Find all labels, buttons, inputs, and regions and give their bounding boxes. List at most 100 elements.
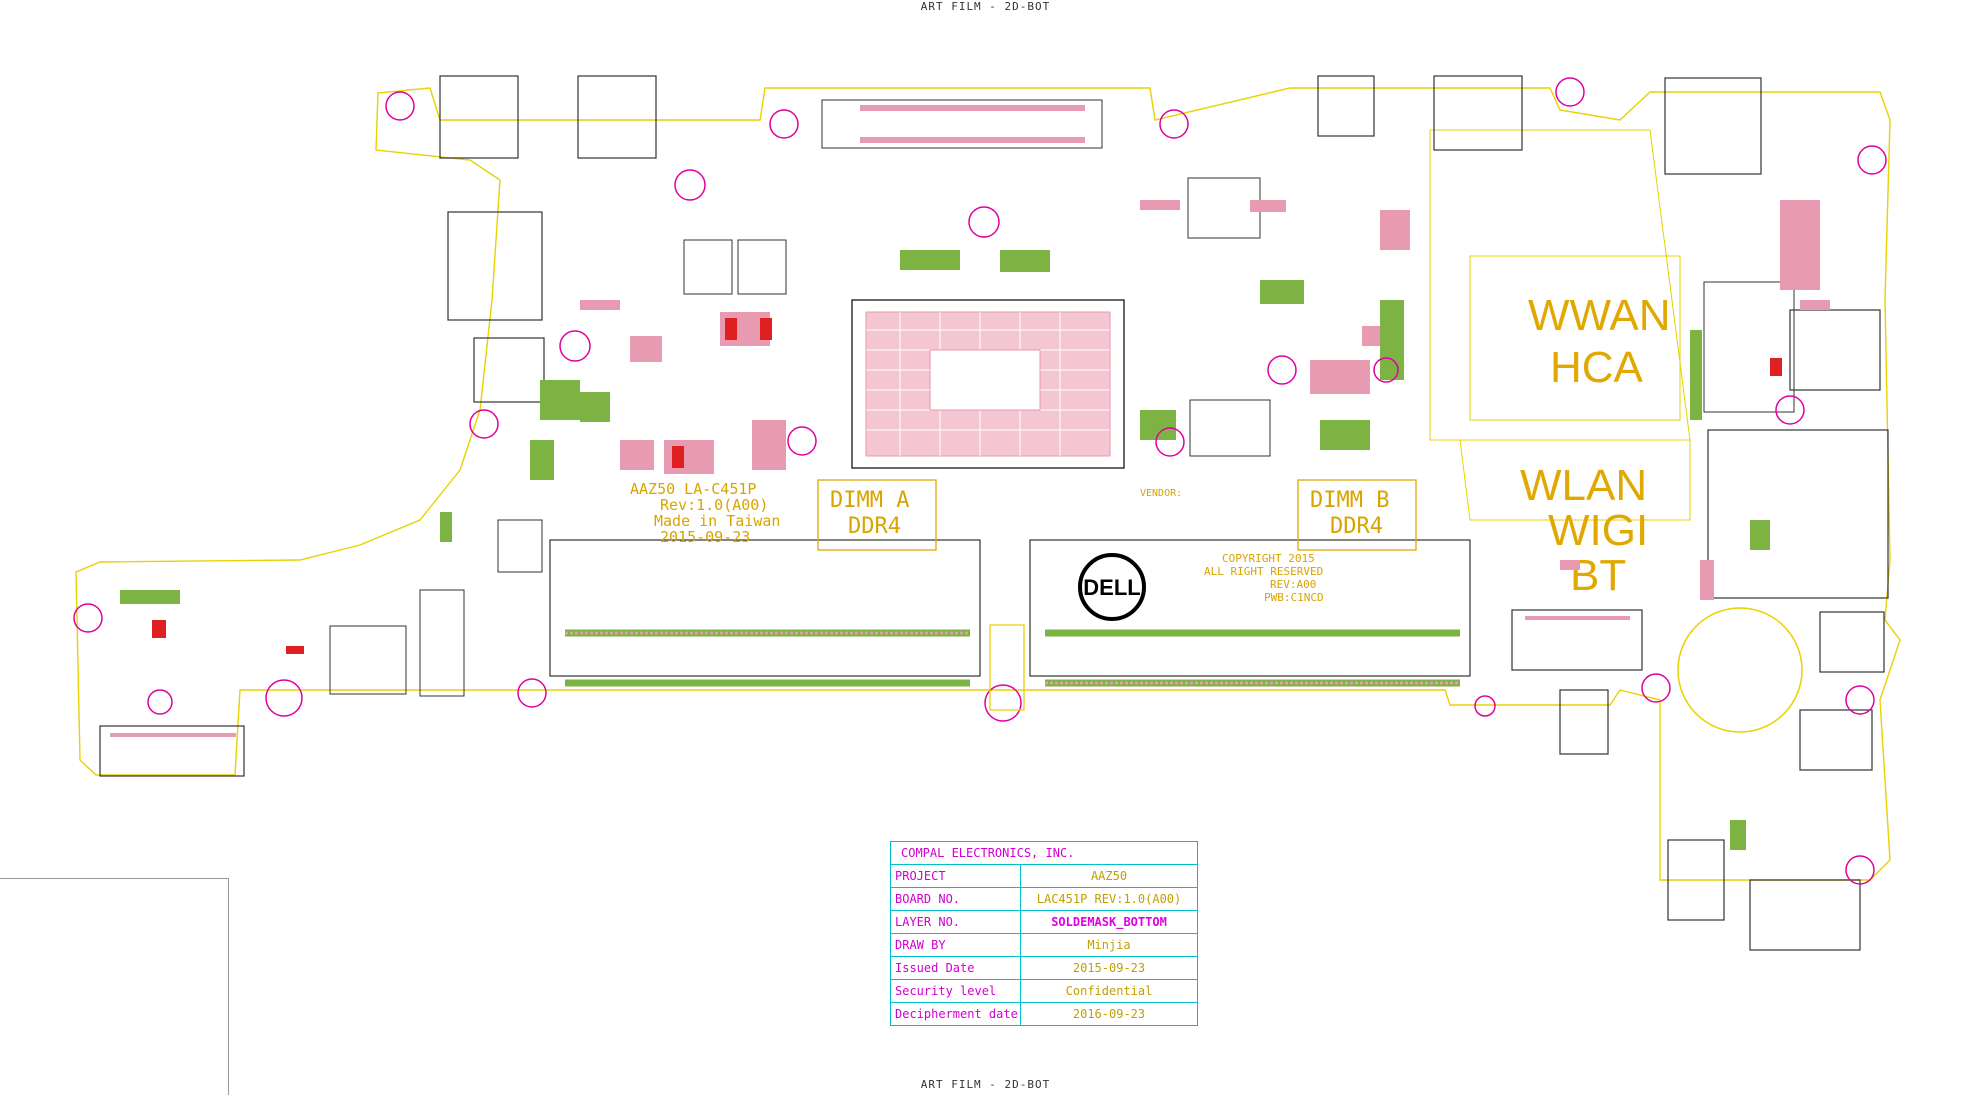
mount-hole-20	[1641, 673, 1671, 703]
mount-hole-6	[1857, 145, 1887, 175]
dimm-a-socket	[549, 539, 981, 677]
mount-hole-11	[1155, 427, 1185, 457]
inductor-3	[329, 625, 407, 695]
header-bottom-label: ART FILM - 2D-BOT	[920, 1078, 1051, 1091]
usb-connector-1	[439, 75, 519, 159]
board-inner-region	[1429, 129, 1691, 441]
frame-corner	[0, 878, 229, 1095]
io-connector-right	[1667, 839, 1725, 921]
title-block-company: COMPAL ELECTRONICS, INC.	[901, 846, 1075, 860]
mount-hole-3	[769, 109, 799, 139]
pad-cluster-6	[1310, 360, 1370, 394]
mount-hole-2	[674, 169, 706, 201]
usb-connector-2	[577, 75, 657, 159]
red-component-6	[1770, 358, 1782, 376]
dell-logo-text: DELL	[1083, 575, 1140, 600]
copyright-line2: ALL RIGHT RESERVED	[1204, 565, 1323, 578]
wwan-line1: WWAN	[1528, 291, 1671, 340]
power-jack	[473, 337, 545, 403]
red-component-2	[760, 318, 772, 340]
inductor-1	[683, 239, 733, 295]
hdmi-connector	[1433, 75, 1523, 151]
copyright-line1: COPYRIGHT 2015	[1222, 552, 1315, 565]
mount-hole-1	[385, 91, 415, 121]
dimm-a-line2: DDR4	[848, 514, 901, 539]
dimm-b-label-box	[1297, 479, 1417, 551]
fpc-connector-right	[1749, 879, 1861, 951]
cpu-core-region	[929, 349, 1041, 411]
rj45-connector	[1664, 77, 1762, 175]
m2-socket	[1707, 429, 1889, 599]
mount-hole-19	[1474, 695, 1496, 717]
wwan-line2: HCA	[1550, 343, 1644, 392]
dimm-a-label-box	[817, 479, 937, 551]
mount-hole-12	[1267, 355, 1297, 385]
mount-hole-13	[1775, 395, 1805, 425]
mount-hole-8	[469, 409, 499, 439]
board-label-line1: AAZ50 LA-C451P	[630, 480, 756, 498]
vendor-label: VENDOR:	[1140, 488, 1182, 499]
mount-hole-17	[517, 678, 547, 708]
fpc-connector-mid	[1511, 609, 1643, 671]
fpc-left	[419, 589, 465, 697]
sd-card-slot	[1789, 309, 1881, 391]
dimm-a-line1: DIMM A	[830, 488, 909, 513]
pad-cluster-1	[630, 336, 662, 362]
usbc-connector	[1819, 611, 1885, 673]
sim-socket	[1799, 709, 1873, 771]
red-component-3	[672, 446, 684, 468]
mount-hole-21	[1845, 685, 1875, 715]
audio-jack	[1317, 75, 1375, 137]
inductor-2	[737, 239, 787, 295]
mount-hole-23	[1373, 357, 1399, 383]
title-row-board: BOARD NO.LAC451P REV:1.0(A00)	[891, 887, 1197, 910]
pad-cluster-3	[620, 440, 654, 470]
header-top-label: ART FILM - 2D-BOT	[920, 0, 1051, 13]
mount-hole-14	[73, 603, 103, 633]
mount-hole-10	[787, 426, 817, 456]
dimm-b-line2: DDR4	[1330, 514, 1383, 539]
dell-logo-ring	[1078, 553, 1146, 621]
copyright-line4: PWB:C1NCD	[1264, 591, 1324, 604]
red-component-5	[152, 620, 166, 638]
ic-block-2	[1189, 399, 1271, 457]
board-inner-region-3	[1459, 439, 1691, 521]
dimm-b-line1: DIMM B	[1310, 488, 1389, 513]
red-component-1	[725, 318, 737, 340]
wlan-line2: WIGI	[1548, 506, 1648, 555]
mount-hole-16	[265, 679, 303, 717]
ic-block-1	[1187, 177, 1261, 239]
rubber-foot-cutout	[989, 624, 1025, 711]
mount-hole-18	[984, 684, 1022, 722]
pad-cluster-5	[752, 420, 786, 470]
inductor-4	[497, 519, 543, 573]
mount-hole-15	[147, 689, 173, 715]
mount-hole-7	[559, 330, 591, 362]
smartcard-connector	[1703, 281, 1795, 413]
mount-hole-22	[1845, 855, 1875, 885]
wlan-line1: WLAN	[1520, 461, 1647, 510]
board-label-line3: Made in Taiwan	[654, 512, 780, 530]
battery-connector	[99, 725, 245, 777]
edp-connector	[821, 99, 1103, 149]
pad-cluster-4	[664, 440, 714, 474]
board-label-line4: 2015-09-23	[660, 528, 750, 546]
dimm-b-socket	[1029, 539, 1471, 677]
usb-connector-left	[447, 211, 543, 321]
coin-battery	[1677, 607, 1803, 733]
mount-hole-4	[1159, 109, 1189, 139]
mount-hole-9	[968, 206, 1000, 238]
board-inner-region-2	[1469, 255, 1681, 421]
red-component-4	[286, 646, 304, 654]
board-outline	[75, 87, 1901, 881]
copyright-line3: REV:A00	[1270, 578, 1316, 591]
cpu-package	[851, 299, 1125, 469]
sata-connector	[1559, 689, 1609, 755]
wlan-line3: BT	[1570, 551, 1626, 600]
